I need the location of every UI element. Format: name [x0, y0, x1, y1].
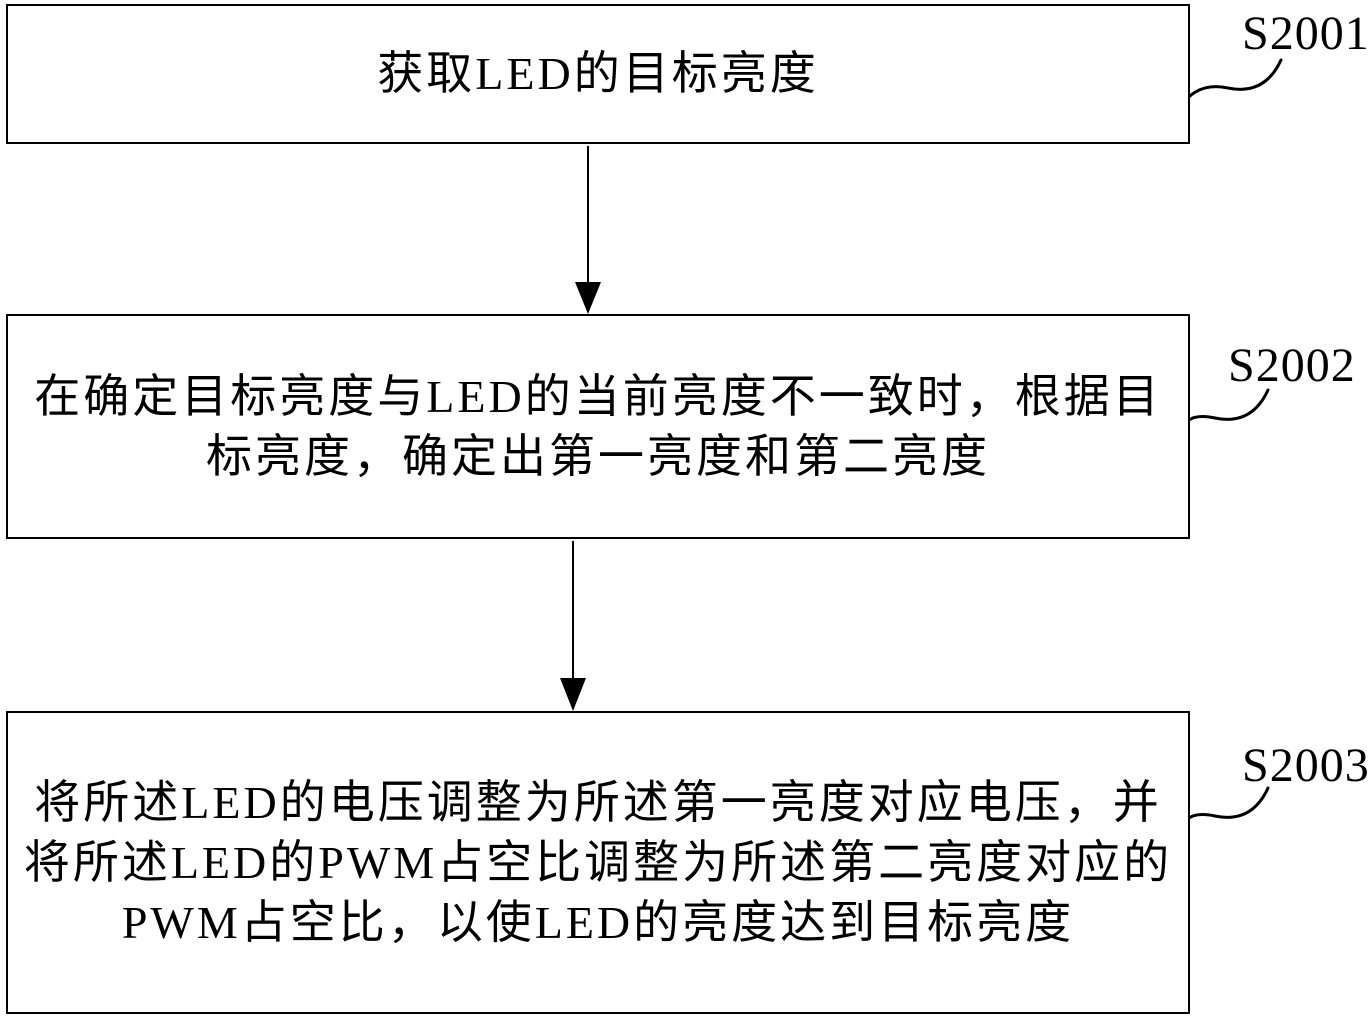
- step-text-line: 在确定目标亮度与LED的当前亮度不一致时，根据目: [34, 370, 1162, 422]
- arrow-s2001-s2002-head: [575, 282, 601, 314]
- flow-step-box-s2003: 将所述LED的电压调整为所述第一亮度对应电压，并 将所述LED的PWM占空比调整…: [6, 711, 1190, 1014]
- step-text-line: 获取LED的目标亮度: [377, 48, 819, 99]
- leader-line-s2002: [1175, 388, 1270, 447]
- step-label-s2001: S2001: [1242, 7, 1368, 60]
- step-label-s2002: S2002: [1228, 339, 1356, 392]
- step-text-line: 将所述LED的PWM占空比调整为所述第二亮度对应的: [23, 836, 1173, 888]
- step-text-line: PWM占空比，以使LED的亮度达到目标亮度: [121, 896, 1075, 948]
- flow-step-box-s2002: 在确定目标亮度与LED的当前亮度不一致时，根据目 标亮度，确定出第一亮度和第二亮…: [6, 314, 1190, 539]
- leader-line-s2001: [1172, 58, 1283, 118]
- flow-step-box-s2001: 获取LED的目标亮度: [6, 4, 1190, 144]
- arrow-s2002-s2003-head: [560, 678, 586, 711]
- step-label-s2003: S2003: [1242, 739, 1368, 792]
- step-text-line: 将所述LED的电压调整为所述第一亮度对应电压，并: [34, 776, 1162, 828]
- step-text-line: 标亮度，确定出第一亮度和第二亮度: [206, 430, 990, 482]
